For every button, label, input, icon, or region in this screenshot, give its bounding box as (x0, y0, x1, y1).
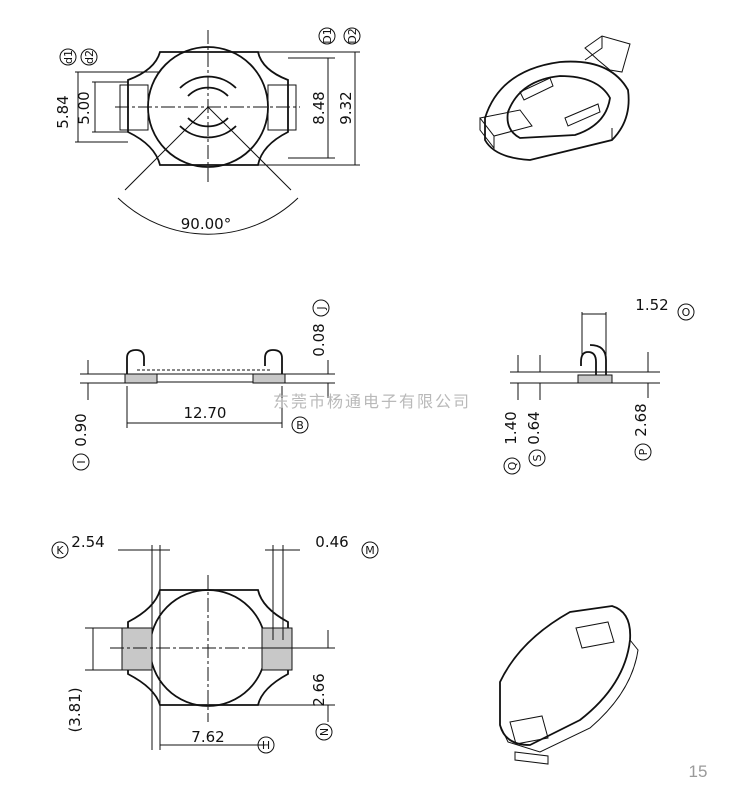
svg-text:D2: D2 (346, 28, 359, 43)
dim-12-70: 12.70 (184, 404, 227, 422)
label-d1: d1 (59, 48, 77, 66)
label-Q: Q (503, 457, 521, 475)
dim-2-66: 2.66 (310, 673, 328, 706)
dim-angle: 90.00° (181, 215, 231, 233)
label-O: O (677, 303, 695, 321)
svg-text:S: S (531, 454, 544, 461)
label-P: P (634, 443, 652, 461)
company-watermark: 东莞市杨通电子有限公司 (273, 392, 471, 411)
page-number: 15 (689, 762, 708, 781)
svg-text:P: P (637, 448, 650, 455)
label-I: I (72, 453, 90, 471)
terminal-detail (510, 312, 660, 400)
label-D2: D2 (343, 27, 361, 45)
label-d2: d2 (80, 48, 98, 66)
dim-0-90: 0.90 (72, 413, 90, 446)
svg-text:Q: Q (506, 461, 519, 470)
dim-1-40: 1.40 (502, 411, 520, 444)
label-M: M (361, 541, 379, 559)
label-S: S (528, 449, 546, 467)
dim-7-62: 7.62 (191, 728, 224, 746)
svg-text:H: H (262, 739, 270, 752)
dim-1-52: 1.52 (635, 296, 668, 314)
dim-0-46: 0.46 (315, 533, 348, 551)
dim-2-68: 2.68 (632, 403, 650, 436)
svg-text:D1: D1 (321, 28, 334, 43)
dim-3-81: (3.81) (66, 687, 84, 732)
svg-text:M: M (365, 544, 375, 557)
dim-0-64: 0.64 (525, 411, 543, 444)
svg-text:J: J (315, 306, 328, 310)
dim-0-08: 0.08 (310, 323, 328, 356)
label-K: K (51, 541, 69, 559)
label-D1: D1 (318, 27, 336, 45)
dim-9-32: 9.32 (337, 91, 355, 124)
label-B: B (291, 416, 309, 434)
svg-text:I: I (75, 460, 88, 463)
iso-view-top (479, 35, 631, 161)
svg-text:d1: d1 (62, 50, 75, 64)
dim-2-54: 2.54 (71, 533, 104, 551)
side-view (80, 349, 335, 428)
dim-5-00: 5.00 (75, 91, 93, 124)
label-J: J (312, 299, 330, 317)
top-view (75, 30, 360, 235)
svg-text:B: B (296, 419, 304, 432)
svg-text:O: O (682, 306, 691, 319)
dim-5-84: 5.84 (54, 95, 72, 128)
label-N: N (315, 723, 333, 741)
svg-text:d2: d2 (83, 50, 96, 64)
svg-text:N: N (318, 728, 331, 736)
svg-text:K: K (56, 544, 64, 557)
label-H: H (257, 736, 275, 754)
dim-8-48: 8.48 (310, 91, 328, 124)
bottom-view (85, 545, 335, 750)
iso-view-bottom (499, 605, 639, 765)
